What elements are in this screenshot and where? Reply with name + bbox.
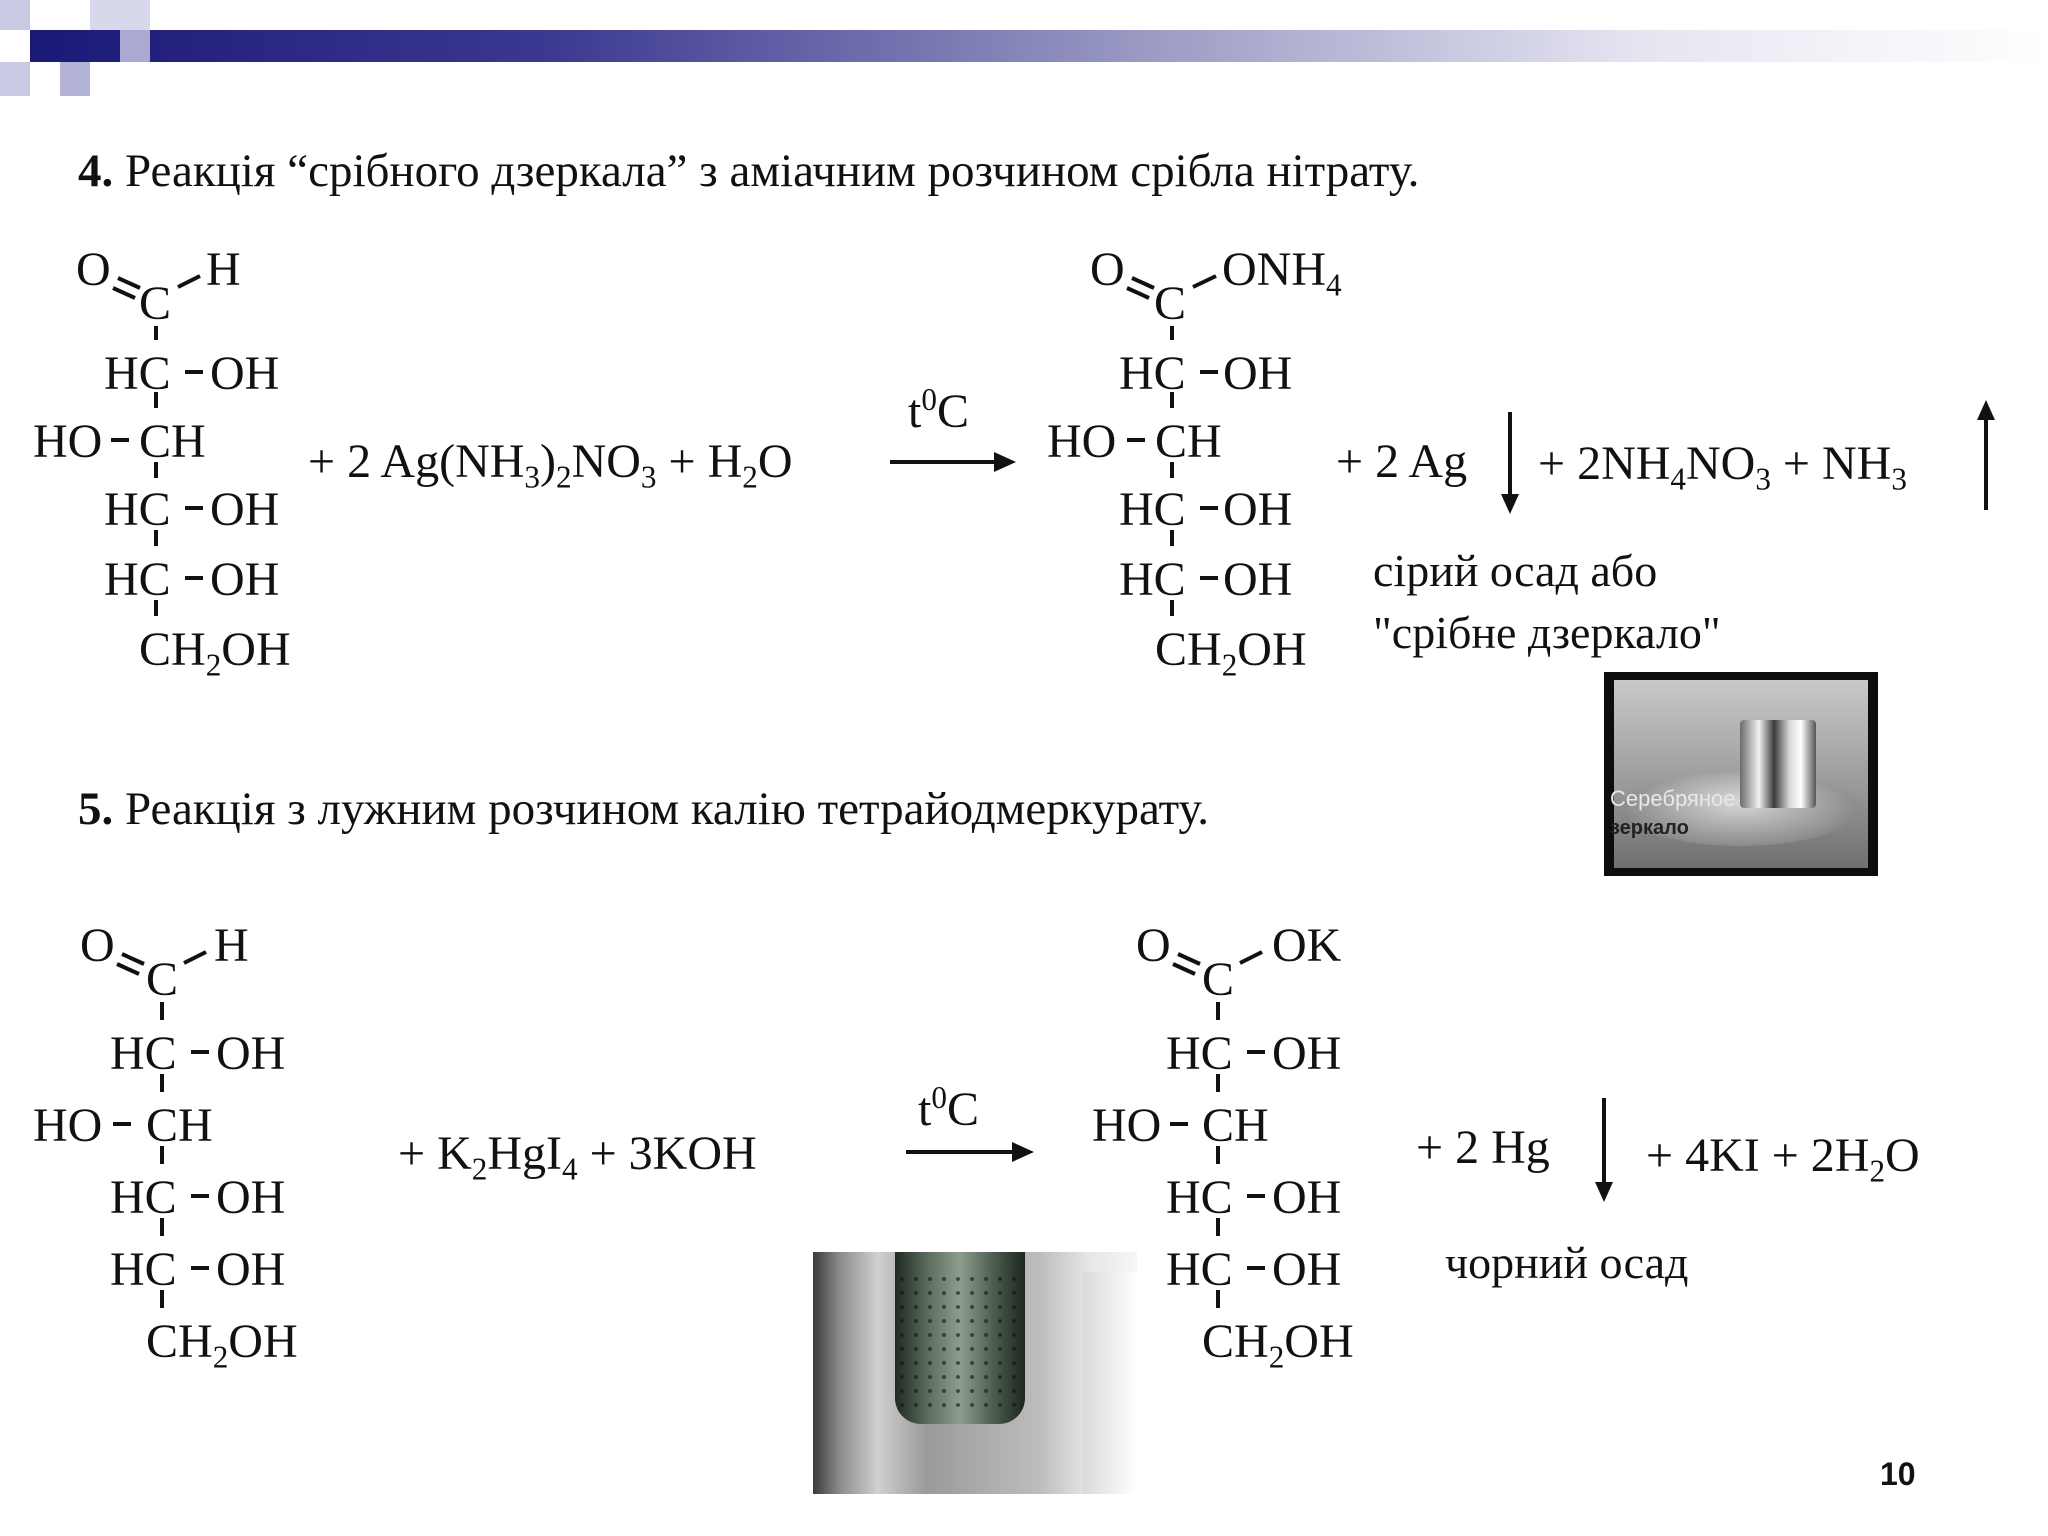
s5r-row3-right: OH	[216, 1171, 286, 1224]
s4r-row4-left: HC	[104, 553, 171, 606]
s5p-top-r: OK	[1272, 919, 1342, 972]
s4-condition: t0C	[908, 382, 969, 438]
section4-number: 4.	[78, 145, 114, 197]
s5r-row3-left: HC	[110, 1171, 177, 1224]
s5p-row1-right: OH	[1272, 1027, 1342, 1080]
page-number: 10	[1880, 1456, 1916, 1492]
s4-note-line2: "срібне дзеркало"	[1373, 607, 1721, 658]
s5-reagent: + K2HgI4 + 3KOH	[398, 1127, 757, 1187]
s4-byproduct-ag: + 2 Ag	[1336, 435, 1468, 488]
s4r-row2-right: CH	[139, 415, 206, 468]
s5r-bottom: CH2OH	[146, 1315, 298, 1375]
header-square-dark	[30, 30, 60, 62]
s4r-row3-right: OH	[210, 483, 280, 536]
s5r-bonds	[113, 950, 209, 1308]
s5r-row1-right: OH	[216, 1027, 286, 1080]
s5-byproduct-hg: + 2 Hg	[1416, 1121, 1550, 1174]
black-precipitate-photo	[813, 1252, 1137, 1494]
header-square-light-1	[0, 0, 30, 30]
s5r-top-o: O	[80, 919, 115, 972]
header-square-light-5	[120, 30, 150, 62]
photo-cloth	[1083, 1272, 1137, 1494]
s4-reagent: + 2 Ag(NH3)2NO3 + H2O	[308, 435, 793, 495]
state-arrows	[1501, 400, 1995, 1202]
s4p-top-o: O	[1090, 243, 1125, 296]
s4r-bottom: CH2OH	[139, 623, 291, 683]
s4p-row3-right: OH	[1223, 483, 1293, 536]
s4p-bottom: CH2OH	[1155, 623, 1307, 683]
s5r-row1-left: HC	[110, 1027, 177, 1080]
s4p-row1-right: OH	[1223, 347, 1293, 400]
s5p-top-c: C	[1202, 953, 1235, 1006]
s5p-row4-right: OH	[1272, 1243, 1342, 1296]
s4r-bonds	[111, 274, 203, 616]
header-square-light-4	[60, 62, 90, 96]
s5p-row2-left: HO	[1092, 1099, 1162, 1152]
photo-beaker	[1740, 720, 1816, 808]
s4r-row1-right: OH	[210, 347, 280, 400]
s4r-row1-left: HC	[104, 347, 171, 400]
header-square-light-3	[0, 62, 30, 96]
s4r-row2-left: HO	[33, 415, 103, 468]
s5-condition: t0C	[918, 1080, 979, 1136]
s5p-row3-right: OH	[1272, 1171, 1342, 1224]
silver-mirror-photo: Серебряное зеркало	[1604, 672, 1878, 876]
s5p-bonds	[1170, 950, 1265, 1308]
s4p-row4-right: OH	[1223, 553, 1293, 606]
section4-heading: 4. Реакція “срібного дзеркала” з аміачни…	[78, 148, 1419, 195]
s4-note-line1: сірий осад або	[1373, 545, 1658, 596]
header-square-light-2	[90, 0, 150, 30]
header-decoration	[0, 0, 2048, 100]
s5p-bottom: CH2OH	[1202, 1315, 1354, 1375]
s4p-row2-left: HO	[1047, 415, 1117, 468]
s4r-top-o: O	[76, 243, 111, 296]
section5-title: Реакція з лужним розчином калію тетрайод…	[113, 783, 1210, 835]
s5-byproduct-rest: + 4KI + 2H2O	[1646, 1129, 1920, 1189]
s5r-row4-right: OH	[216, 1243, 286, 1296]
s4p-row1-left: HC	[1119, 347, 1186, 400]
s4-byproduct-rest: + 2NH4NO3 + NH3	[1538, 437, 1907, 497]
section5-number: 5.	[78, 783, 114, 835]
s4r-top-c: C	[139, 277, 172, 330]
s5r-top-c: C	[146, 953, 179, 1006]
s5p-row3-left: HC	[1166, 1171, 1233, 1224]
s5r-row4-left: HC	[110, 1243, 177, 1296]
photo-caption-1: Серебряное	[1610, 786, 1736, 811]
s5r-row2-left: HO	[33, 1099, 103, 1152]
s5r-row2-right: CH	[146, 1099, 213, 1152]
s5p-row4-left: HC	[1166, 1243, 1233, 1296]
s5p-top-o: O	[1136, 919, 1171, 972]
reaction-arrows	[890, 452, 1034, 1162]
header-gradient-bar	[40, 30, 2048, 62]
s4r-top-h: H	[206, 243, 241, 296]
s5-note: чорний осад	[1445, 1237, 1689, 1288]
s4p-row2-right: CH	[1155, 415, 1222, 468]
s4r-row3-left: HC	[104, 483, 171, 536]
s4p-top-c: C	[1154, 277, 1187, 330]
section4-title: Реакція “срібного дзеркала” з аміачним р…	[113, 145, 1420, 197]
s4p-row3-left: HC	[1119, 483, 1186, 536]
s4p-bonds	[1126, 274, 1218, 616]
s4p-top-r: ONH4	[1222, 243, 1342, 303]
s5r-top-h: H	[214, 919, 249, 972]
photo-caption-2: зеркало	[1610, 817, 1689, 839]
photo-vial-dots	[895, 1272, 1025, 1412]
s4p-row4-left: HC	[1119, 553, 1186, 606]
s5p-row2-right: CH	[1202, 1099, 1269, 1152]
s4r-row4-right: OH	[210, 553, 280, 606]
s5p-row1-left: HC	[1166, 1027, 1233, 1080]
section5-heading: 5. Реакція з лужним розчином калію тетра…	[78, 786, 1209, 833]
